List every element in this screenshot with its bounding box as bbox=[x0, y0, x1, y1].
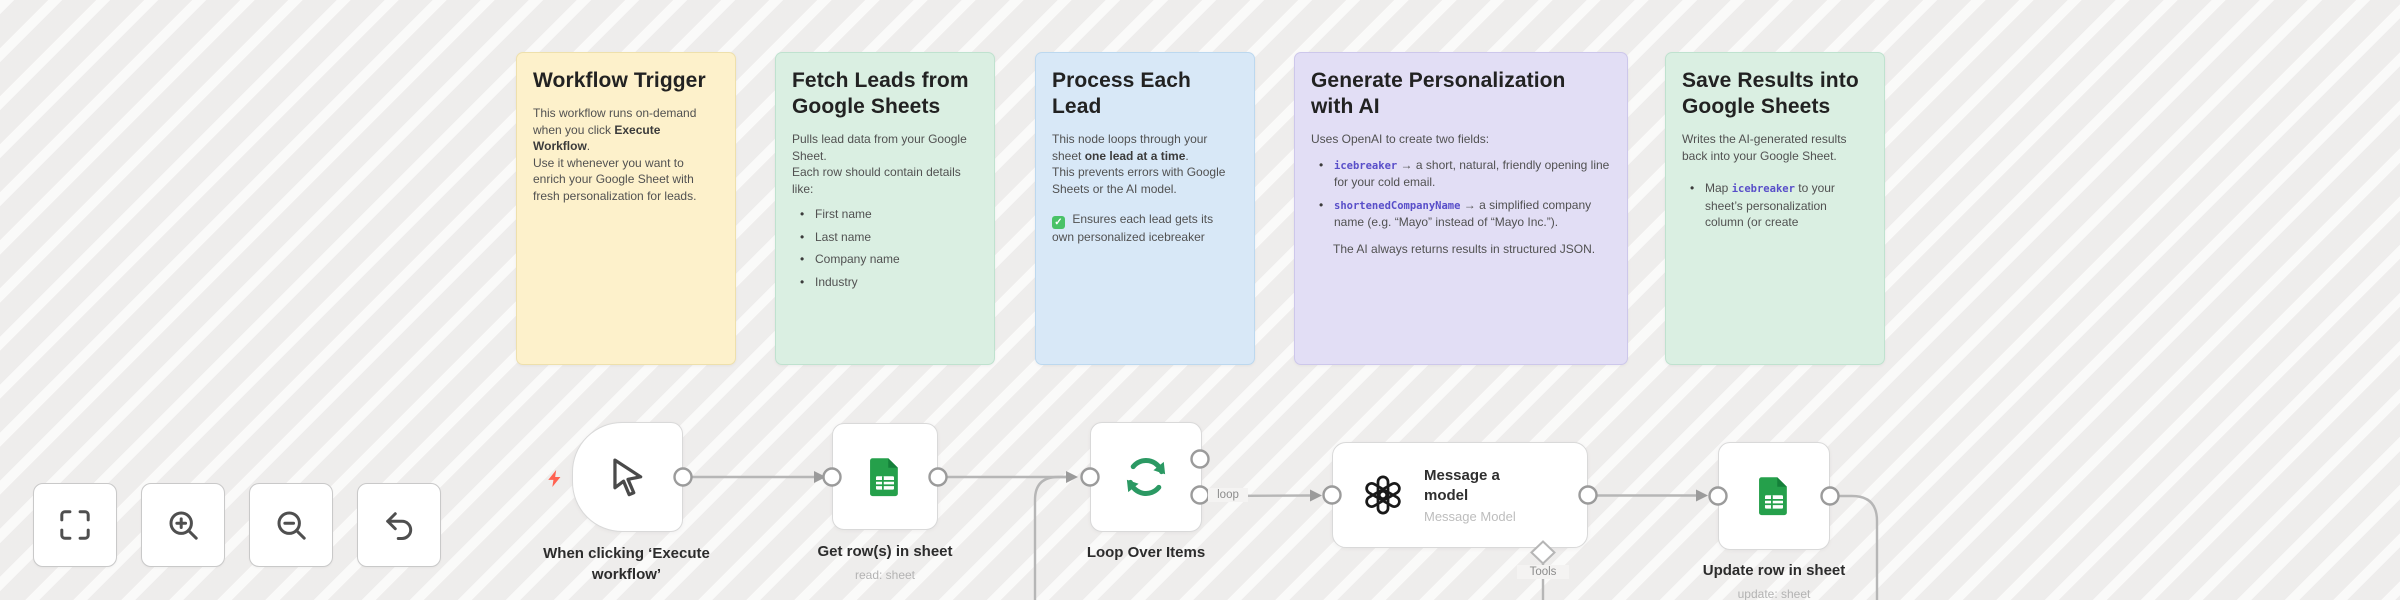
node-update-row-in-sheet[interactable] bbox=[1718, 442, 1830, 550]
cursor-icon bbox=[612, 458, 642, 497]
node-label-get-rows: Get row(s) in sheet bbox=[817, 543, 953, 560]
tools-connector-diamond[interactable] bbox=[1530, 540, 1556, 565]
note-title: Process Each Lead bbox=[1052, 69, 1191, 118]
edge-arrow bbox=[1310, 489, 1322, 502]
node-title: Message a model bbox=[1424, 467, 1500, 504]
note-body: This node loops through your sheet one l… bbox=[1052, 132, 1226, 244]
port-loop-output-done[interactable] bbox=[1190, 449, 1210, 469]
note-body: Writes the AI-generated results back int… bbox=[1682, 131, 1868, 231]
check-icon: ✓ bbox=[1052, 216, 1065, 229]
google-sheets-icon bbox=[1759, 477, 1787, 516]
port-loop-output-loop[interactable] bbox=[1190, 485, 1210, 505]
port-update-output[interactable] bbox=[1820, 486, 1840, 506]
note-title: Fetch Leads from Google Sheets bbox=[792, 69, 969, 118]
node-subtitle: Message Model bbox=[1424, 509, 1516, 524]
node-label-update-row: Update row in sheet bbox=[1702, 562, 1846, 579]
node-subtitle-update-row: update: sheet bbox=[1737, 587, 1811, 600]
node-manual-trigger[interactable] bbox=[572, 422, 683, 532]
zoom-in-icon bbox=[169, 511, 198, 540]
port-loop-input[interactable] bbox=[1080, 467, 1100, 487]
loop-icon bbox=[1126, 458, 1166, 496]
trigger-bolt-icon bbox=[548, 470, 561, 487]
port-openai-output[interactable] bbox=[1578, 485, 1598, 505]
edge-arrow bbox=[1696, 489, 1708, 502]
port-getrows-input[interactable] bbox=[822, 467, 842, 487]
port-trigger-output[interactable] bbox=[673, 467, 693, 487]
port-getrows-output[interactable] bbox=[928, 467, 948, 487]
zoom-out-icon bbox=[277, 511, 306, 540]
fit-view-button[interactable] bbox=[33, 483, 117, 567]
note-body: Pulls lead data from your Google Sheet.E… bbox=[792, 131, 978, 290]
zoom-in-button[interactable] bbox=[141, 483, 225, 567]
node-subtitle-get-rows: read: sheet bbox=[854, 568, 916, 582]
sticky-note-save-results[interactable]: Save Results into Google Sheets Writes t… bbox=[1665, 52, 1885, 365]
edge-label-loop: loop bbox=[1208, 488, 1248, 502]
edge-loopback-to-loop[interactable] bbox=[1033, 475, 1066, 600]
undo-button[interactable] bbox=[357, 483, 441, 567]
sticky-note-fetch-leads[interactable]: Fetch Leads from Google Sheets Pulls lea… bbox=[775, 52, 995, 365]
canvas-controls bbox=[33, 483, 441, 567]
sticky-note-generate-personalization[interactable]: Generate Personalization with AI Uses Op… bbox=[1294, 52, 1628, 365]
openai-icon bbox=[1365, 475, 1401, 515]
node-label-loop-over-items: Loop Over Items bbox=[1086, 544, 1206, 561]
note-title: Workflow Trigger bbox=[533, 69, 706, 92]
sticky-note-workflow-trigger[interactable]: Workflow Trigger This workflow runs on-d… bbox=[516, 52, 736, 365]
google-sheets-icon bbox=[870, 457, 898, 496]
port-update-input[interactable] bbox=[1708, 486, 1728, 506]
node-message-a-model[interactable]: Message a model Message Model bbox=[1332, 442, 1588, 548]
node-label-manual-trigger: When clicking ‘Execute workflow’ bbox=[543, 545, 710, 583]
fit-view-icon bbox=[60, 510, 90, 540]
node-loop-over-items[interactable] bbox=[1090, 422, 1202, 532]
note-body: This workflow runs on-demand when you cl… bbox=[533, 106, 697, 203]
undo-icon bbox=[386, 512, 413, 540]
note-body: Uses OpenAI to create two fields:icebrea… bbox=[1311, 131, 1611, 257]
note-title: Generate Personalization with AI bbox=[1311, 69, 1566, 118]
note-title: Save Results into Google Sheets bbox=[1682, 69, 1859, 118]
node-get-rows-in-sheet[interactable] bbox=[832, 423, 938, 530]
edge-arrow bbox=[1066, 471, 1078, 483]
edge-update-loopback[interactable] bbox=[1838, 494, 1879, 600]
port-openai-input[interactable] bbox=[1322, 485, 1342, 505]
edge-label-tools: Tools bbox=[1517, 565, 1569, 579]
sticky-note-process-each-lead[interactable]: Process Each Lead This node loops throug… bbox=[1035, 52, 1255, 365]
zoom-out-button[interactable] bbox=[249, 483, 333, 567]
